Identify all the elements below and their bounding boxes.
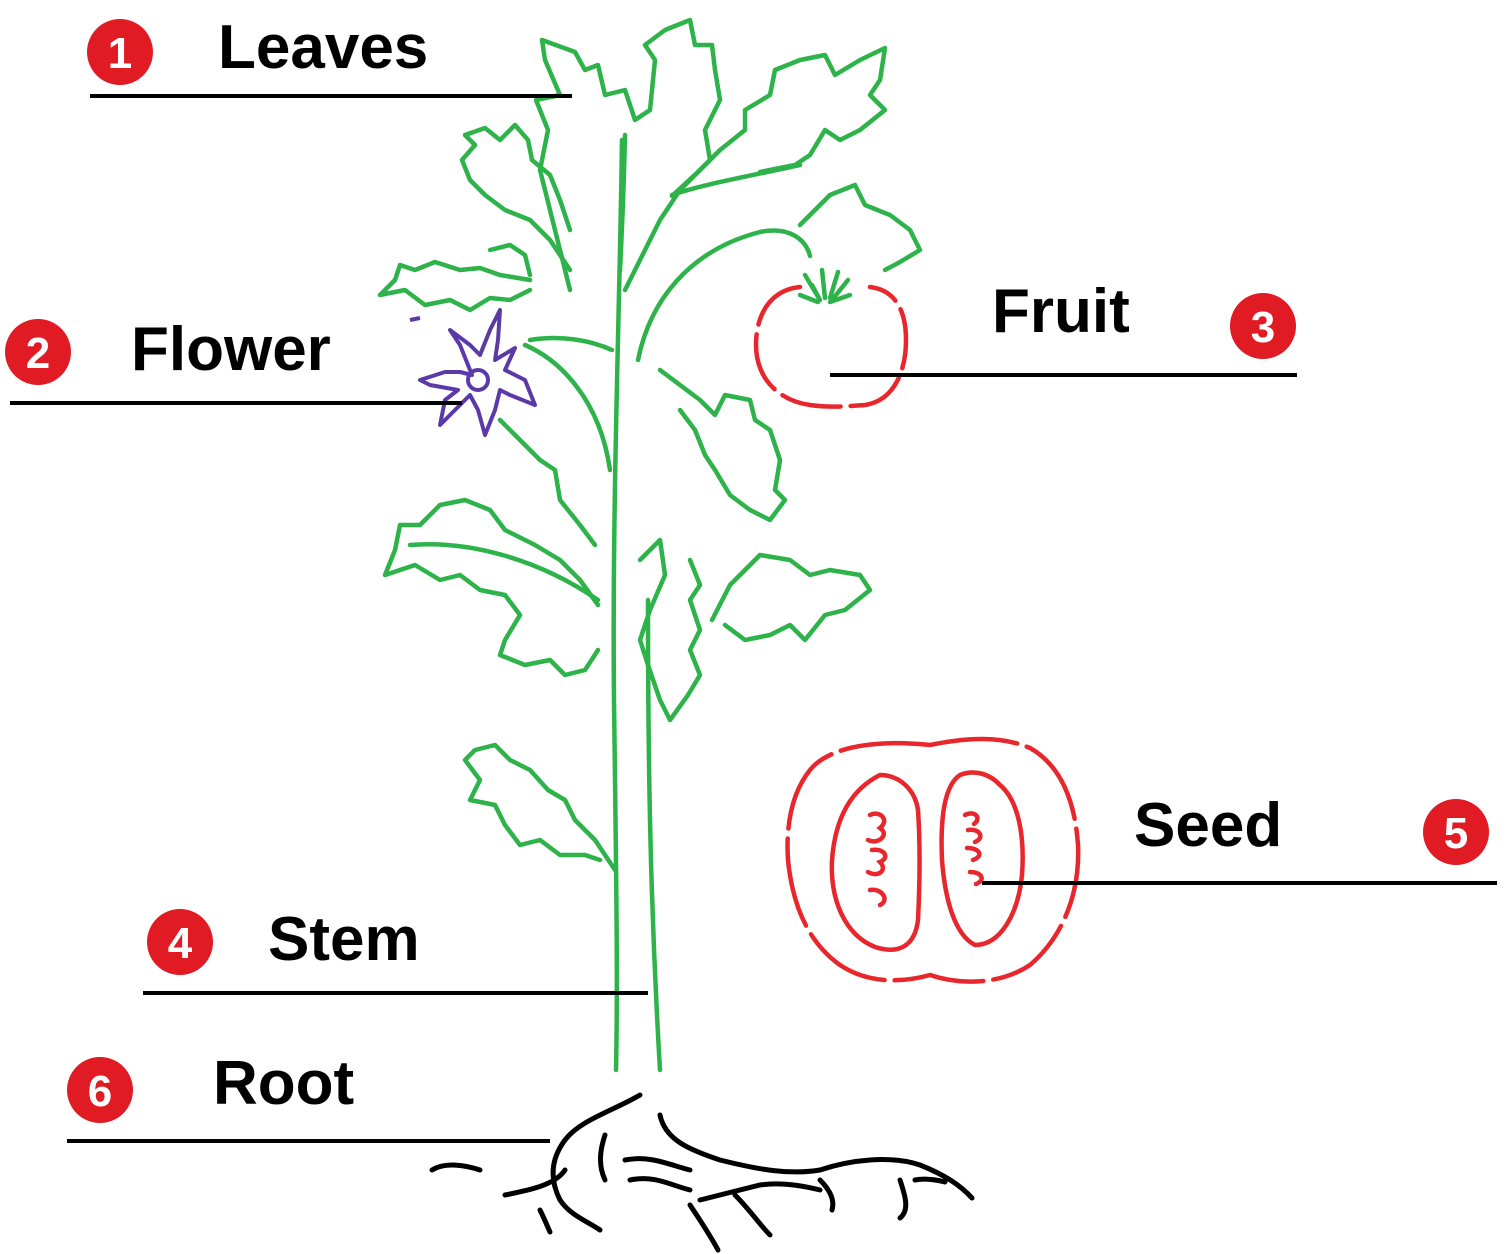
badge-flower: 2: [5, 319, 71, 385]
fruit-calyx-illustration: [800, 270, 850, 302]
label-fruit: Fruit: [992, 277, 1130, 346]
badge-number: 4: [168, 919, 193, 968]
badge-leaves: 1: [87, 19, 153, 85]
badge-stem: 4: [147, 909, 213, 975]
label-root: Root: [213, 1049, 354, 1118]
label-flower: Flower: [131, 315, 331, 384]
leader-lines: [10, 96, 1497, 1141]
badge-fruit: 3: [1230, 293, 1296, 359]
badge-seed: 5: [1423, 799, 1489, 865]
badge-number: 3: [1251, 303, 1275, 352]
badge-number: 2: [26, 329, 50, 378]
fruit-illustration: [756, 270, 906, 407]
badge-root: 6: [67, 1057, 133, 1123]
badge-number: 6: [88, 1067, 112, 1116]
badge-number: 1: [108, 29, 132, 78]
label-stem: Stem: [268, 905, 420, 974]
root-illustration: [432, 1095, 972, 1250]
seed-illustration: [788, 739, 1079, 982]
flower-illustration: [410, 310, 535, 435]
badge-number: 5: [1444, 809, 1468, 858]
label-leaves: Leaves: [218, 13, 428, 82]
label-seed: Seed: [1134, 791, 1282, 860]
